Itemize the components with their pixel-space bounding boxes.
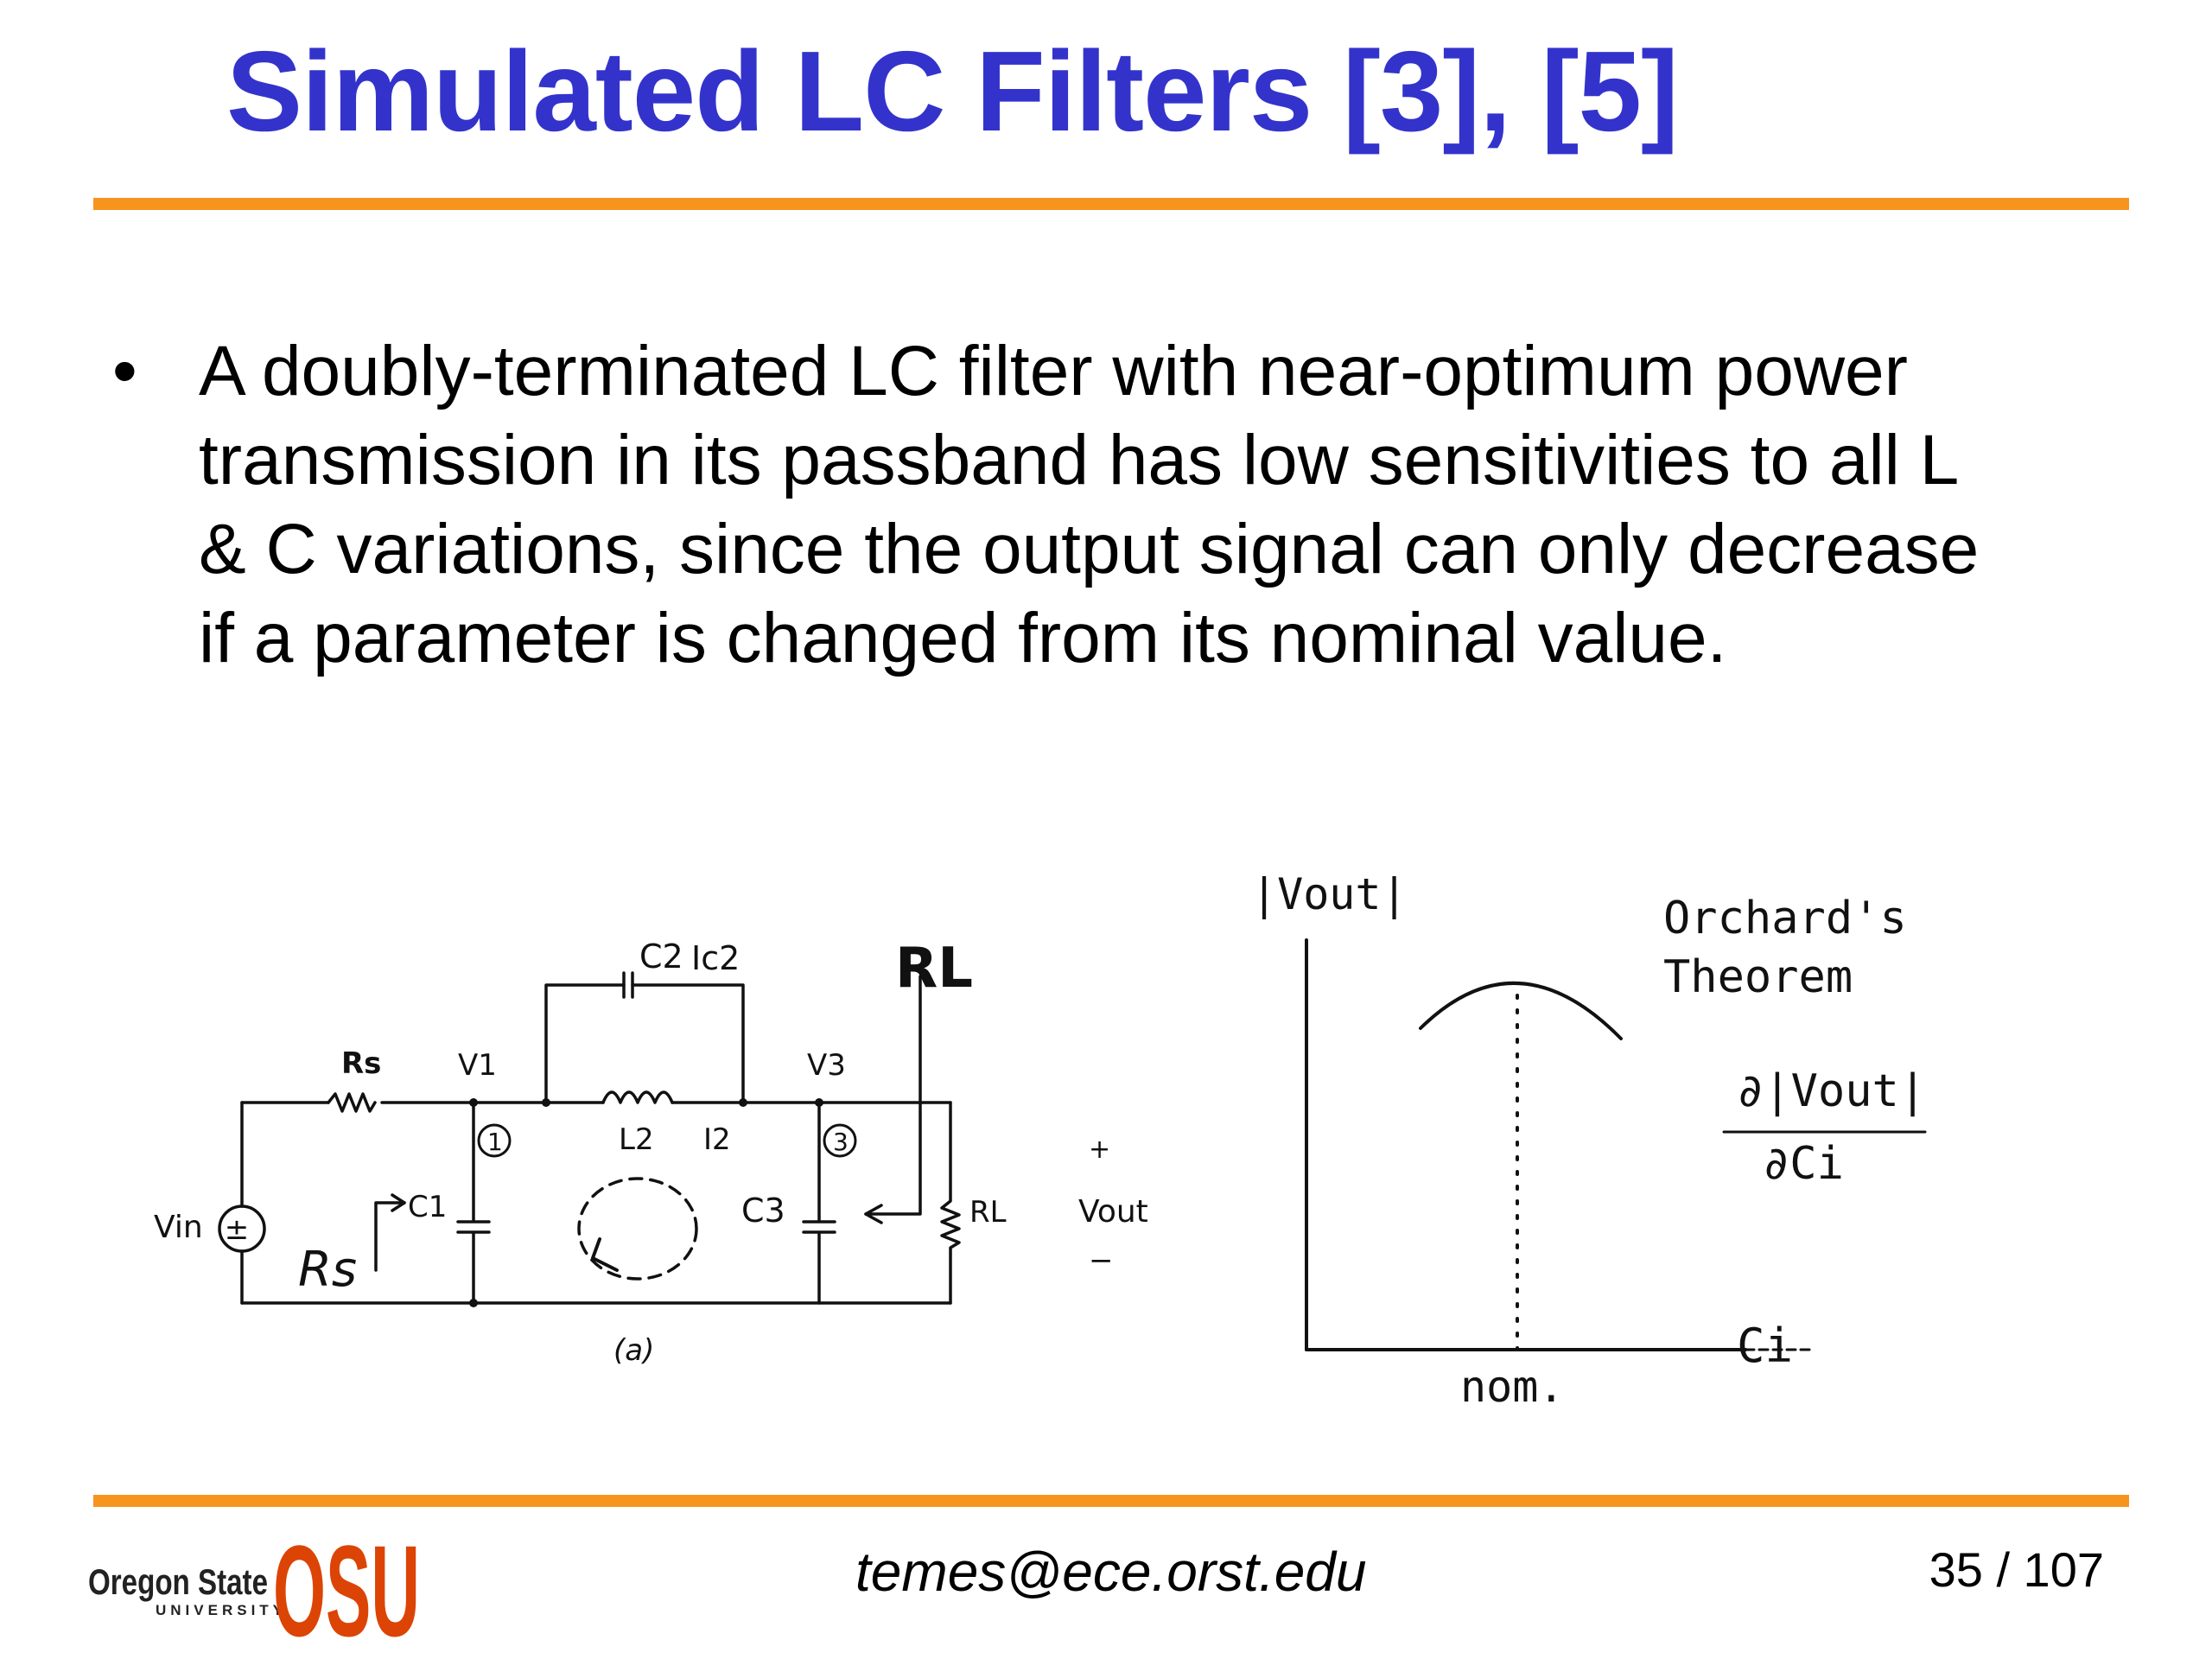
wire-c2-right: [631, 983, 745, 1104]
node-1-circle: [477, 1123, 512, 1158]
orchard-title-line1: Orchard's: [1663, 893, 1907, 944]
rs-label: Rs: [341, 1046, 381, 1081]
bullet-line: A doubly-terminated LC filter with near-…: [199, 332, 1908, 410]
node-3-circle: [823, 1123, 857, 1158]
sensitivity-numerator: ∂|Vout|: [1737, 1065, 1926, 1117]
i2-label: I2: [703, 1122, 731, 1157]
bullet-line: transmission in its passband has low sen…: [199, 421, 1960, 499]
capacitor-c1-symbol: [456, 1101, 491, 1305]
logo-subtext: UNIVERSITY: [156, 1602, 287, 1618]
x-axis-tick-nominal: nom.: [1460, 1362, 1564, 1412]
sensitivity-denominator: ∂Ci: [1763, 1138, 1844, 1190]
logo-mark: OSU: [273, 1518, 420, 1646]
vout-plus-label: +: [1089, 1135, 1110, 1165]
wire-c2-left: [544, 983, 626, 1104]
l2-label: L2: [619, 1122, 654, 1157]
c2-label: C2: [639, 938, 683, 976]
arrow-rl: [864, 975, 922, 1216]
bullet-marker: •: [112, 332, 137, 410]
resistor-rs-symbol: [327, 1092, 377, 1113]
logo-text: Oregon State: [88, 1561, 268, 1602]
response-curve: [1419, 982, 1623, 1040]
loop-path: [577, 1177, 698, 1281]
rl-label: RL: [969, 1195, 1007, 1230]
title-divider: [93, 198, 2129, 210]
oregon-state-logo: Oregon State UNIVERSITY OSU: [88, 1518, 420, 1646]
bullet-text: A doubly-terminated LC filter with near-…: [199, 327, 2186, 683]
arrow-rs: [374, 1201, 406, 1272]
bullet-line: & C variations, since the output signal …: [199, 510, 1980, 588]
node-1-label: 1: [487, 1128, 503, 1156]
orchard-theorem-sketch: |Vout| Orchard's Theorem ∂|Vout| ∂Ci Ci …: [1251, 869, 1927, 1412]
orchard-title-line2: Theorem: [1663, 951, 1853, 1003]
node-3-label: 3: [833, 1128, 849, 1156]
vin-label: Vin: [154, 1210, 203, 1245]
source-plus-minus: ±: [225, 1212, 250, 1247]
lc-filter-circuit-diagram: C2 Ic2 RL Rs V1 V3 1 3 L2 I2 Vin ± Rs C1…: [154, 937, 1148, 1368]
rl-big-label: RL: [895, 937, 973, 1001]
slide-title: Simulated LC Filters [3], [5]: [226, 28, 1679, 155]
c1-label: C1: [408, 1190, 447, 1224]
v3-label: V3: [807, 1048, 846, 1083]
vout-label: Vout: [1078, 1194, 1148, 1230]
ic2-label: Ic2: [691, 939, 740, 977]
y-axis-label: |Vout|: [1251, 869, 1408, 919]
v1-label: V1: [458, 1048, 497, 1083]
footer-divider: [93, 1495, 2129, 1507]
capacitor-c3-symbol: [802, 1101, 836, 1305]
rs-hand-label: Rs: [298, 1242, 357, 1298]
figure-caption: (a): [613, 1333, 654, 1368]
bullet-line: if a parameter is changed from its nomin…: [199, 599, 1727, 677]
footer-email: temes@ece.orst.edu: [855, 1541, 1367, 1603]
vout-minus-label: −: [1089, 1243, 1114, 1278]
resistor-rl-symbol: [940, 1101, 961, 1305]
inductor-l2-symbol: [601, 1090, 674, 1104]
x-axis-label: Ci: [1737, 1319, 1793, 1373]
c3-label: C3: [741, 1192, 785, 1230]
page-number: 35 / 107: [1929, 1542, 2104, 1597]
